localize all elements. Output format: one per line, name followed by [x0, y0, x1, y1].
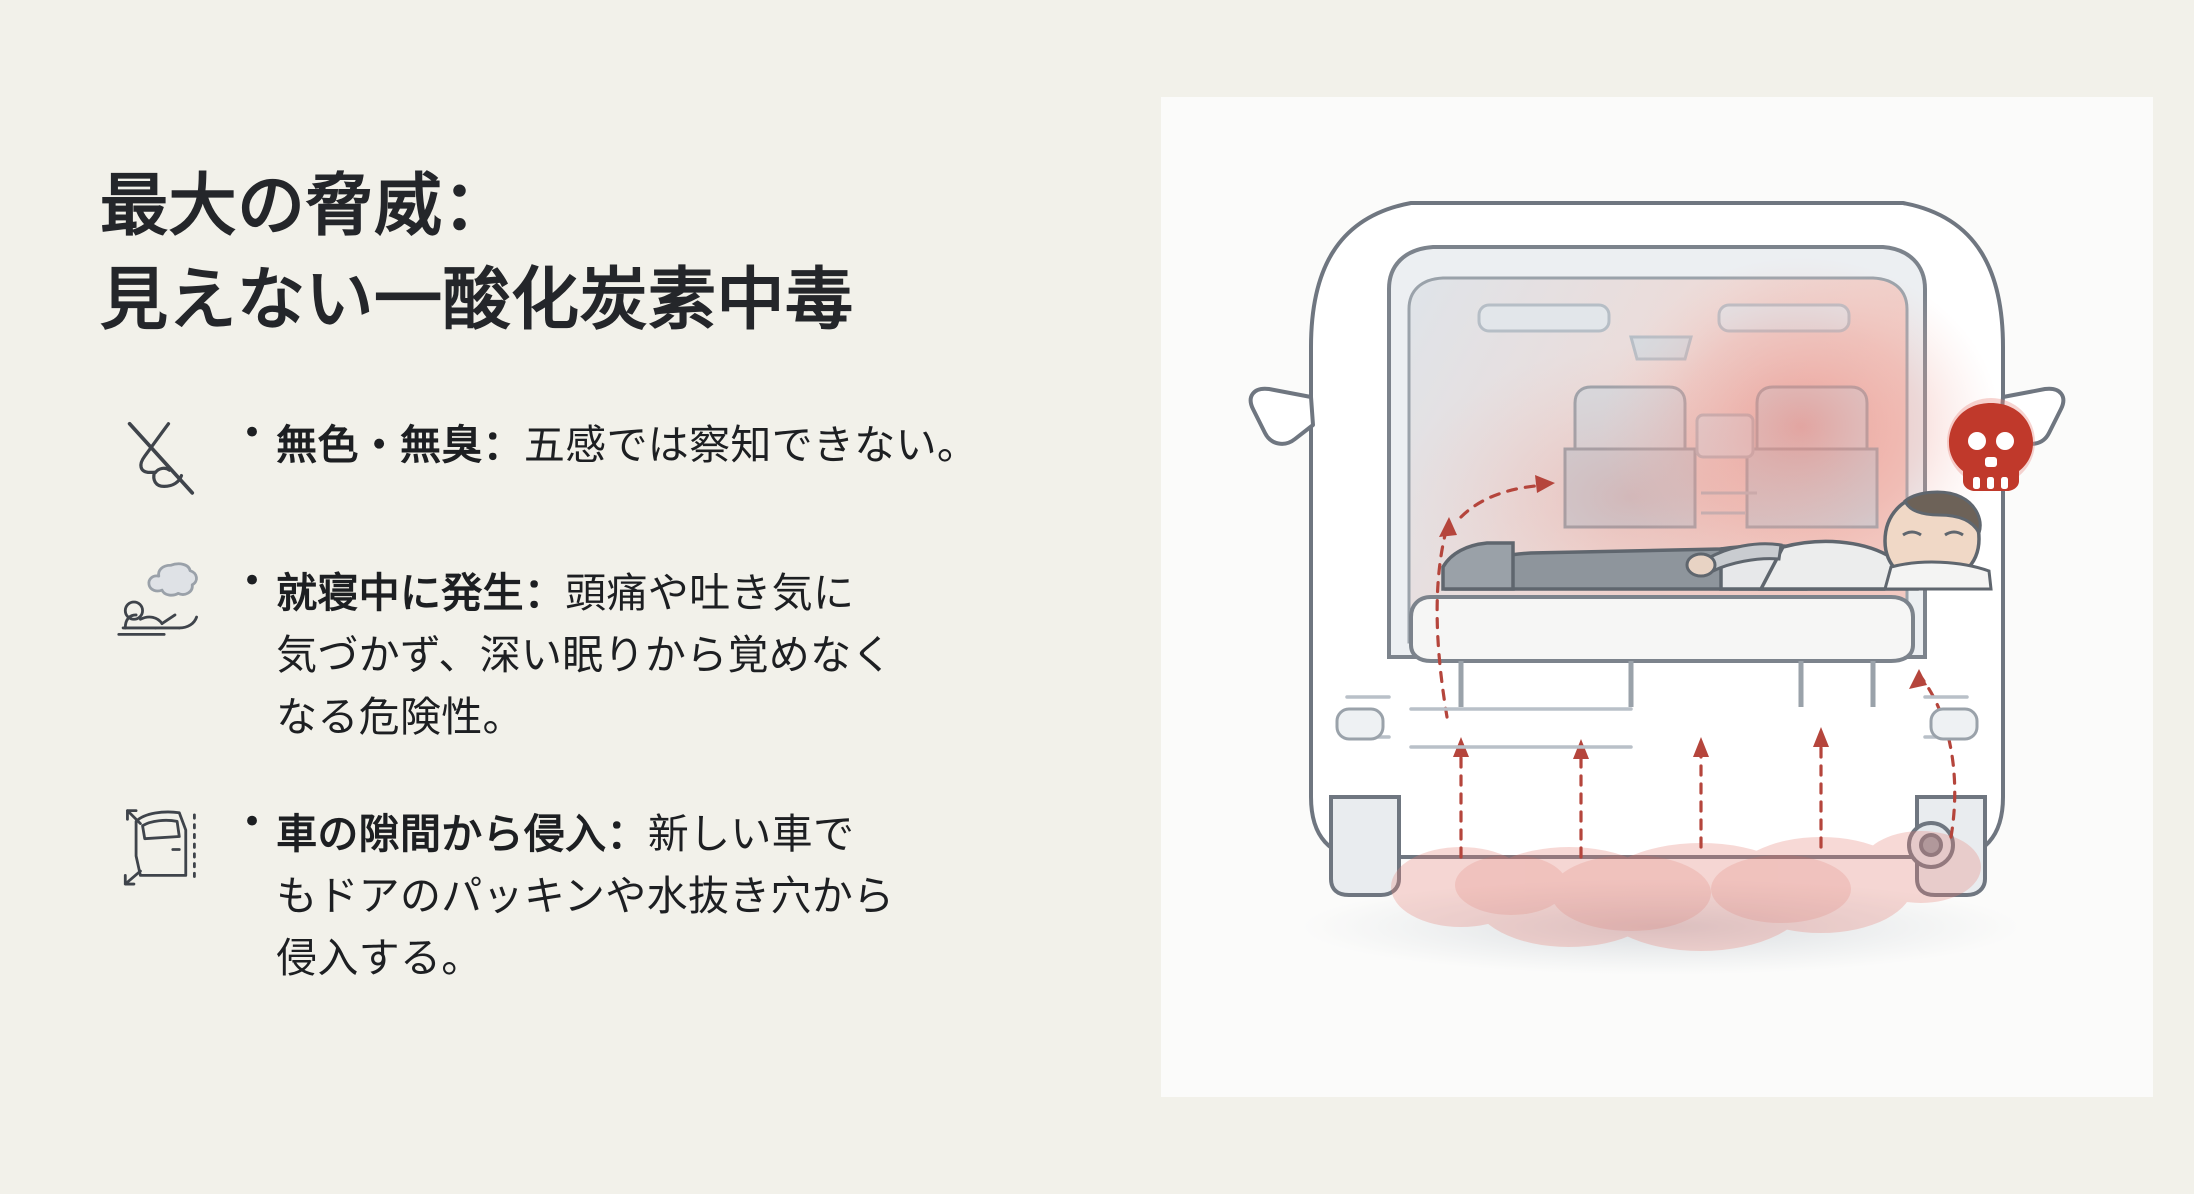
list-item: • 無色・無臭：五感では察知できない。	[108, 406, 1140, 508]
red-gas-flow-arrows	[1435, 483, 1957, 859]
text-column: 最大の脅威： 見えない一酸化炭素中毒 • 無色・無臭：五感では察知で	[100, 160, 1140, 990]
closed-eye	[1944, 530, 1964, 537]
bullet-body: 車の隙間から侵入：新しい車で もドアのパッキンや水抜き穴から 侵入する。	[276, 803, 894, 990]
bullet-marker: •	[242, 801, 263, 842]
bullet-line: なる危険性。	[276, 693, 524, 742]
bullet-list: • 無色・無臭：五感では察知できない。	[100, 406, 1140, 990]
left-mirror	[1248, 386, 1315, 446]
bullet-body: 無色・無臭：五感では察知できない。	[276, 414, 978, 476]
bullet-line: 気づかず、深い眠りから覚めなく	[276, 630, 893, 679]
bullet-rest: 頭痛や吐き気に	[565, 568, 855, 617]
nose-no-smell-icon	[108, 400, 216, 508]
hand	[1685, 552, 1717, 578]
bullet-line: 車の隙間から侵入：新しい車で	[276, 803, 894, 865]
feet	[1441, 541, 1515, 591]
bullet-line: もドアのパッキンや水抜き穴から	[276, 871, 895, 920]
exhaust-gas-cloud-inner	[1455, 855, 1851, 931]
bullet-rest: 五感では察知できない。	[523, 420, 979, 469]
bullet-rest: 新しい車で	[647, 809, 855, 858]
pillow	[1883, 560, 1993, 591]
bullet-body: 就寝中に発生：頭痛や吐き気に 気づかず、深い眠りから覚めなく なる危険性。	[276, 562, 893, 749]
page-title: 最大の脅威： 見えない一酸化炭素中毒	[100, 160, 1140, 348]
bullet-line: 就寝中に発生：頭痛や吐き気に	[276, 562, 893, 624]
flat-bed	[1409, 595, 1915, 707]
closed-eye	[1902, 530, 1922, 537]
bullet-lead: 車の隙間から侵入：	[276, 809, 648, 858]
sleeping-person	[1441, 490, 1993, 591]
bullet-marker: •	[242, 412, 263, 453]
illustration-column	[1140, 0, 2194, 1194]
exhaust-gas-cloud	[1391, 831, 1981, 951]
skull-icon	[1949, 403, 2033, 491]
bullet-marker: •	[242, 560, 263, 601]
list-item: • 車の隙間から侵入：新しい車で もドアのパッキンや水抜き穴から 侵入する。	[108, 795, 1140, 990]
illustration-panel	[1161, 97, 2153, 1097]
body-detail-lines	[1345, 695, 1969, 749]
bullet-lead: 就寝中に発生：	[276, 568, 566, 617]
bullet-text-block: • 無色・無臭：五感では察知できない。	[242, 406, 978, 476]
title-line-2: 見えない一酸化炭素中毒	[100, 260, 854, 340]
exhaust-pipe	[1907, 821, 1955, 869]
bullet-line: 侵入する。	[276, 934, 483, 983]
bullet-lead: 無色・無臭：	[276, 420, 524, 469]
bullet-text-block: • 就寝中に発生：頭痛や吐き気に 気づかず、深い眠りから覚めなく なる危険性。	[242, 554, 893, 749]
title-line-1: 最大の脅威：	[100, 167, 512, 246]
bullet-line: 無色・無臭：五感では察知できない。	[276, 414, 978, 476]
hair	[1903, 490, 1982, 537]
bullet-text-block: • 車の隙間から侵入：新しい車で もドアのパッキンや水抜き穴から 侵入する。	[242, 795, 894, 990]
car-door-gap-icon	[108, 789, 216, 897]
skull-warning-badge	[1947, 398, 2035, 491]
person-sleeping-gas-cloud-icon	[108, 548, 216, 656]
tail-lights	[1335, 707, 1979, 741]
list-item: • 就寝中に発生：頭痛や吐き気に 気づかず、深い眠りから覚めなく なる危険性。	[108, 554, 1140, 749]
minivan-rear-view-illustration	[1161, 97, 2153, 1097]
ground-shadow	[1301, 879, 2021, 975]
